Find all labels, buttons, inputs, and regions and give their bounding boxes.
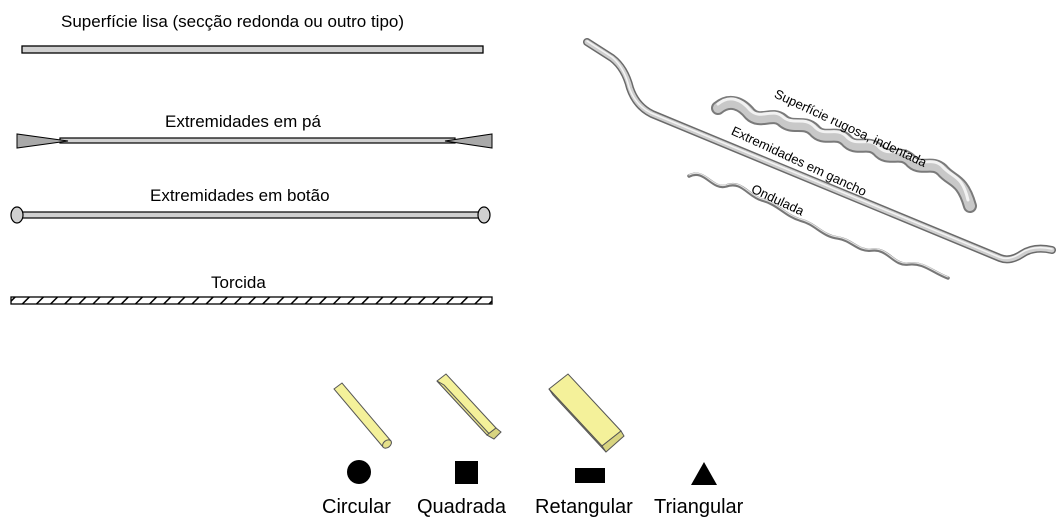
wavy-fiber <box>687 172 950 280</box>
circle-section-icon <box>347 460 371 484</box>
indented-fiber <box>711 95 977 213</box>
hooked-fiber <box>583 38 1056 264</box>
button-ends-fiber <box>10 206 491 224</box>
circular-bar <box>333 382 392 449</box>
square-bar <box>436 373 502 440</box>
rectangle-section-icon <box>575 468 605 483</box>
circular-caption: Circular <box>322 496 391 518</box>
rectangular-bar <box>548 373 625 453</box>
paddle-ends-fiber <box>16 133 493 149</box>
twisted-fiber <box>10 296 493 305</box>
square-section-icon <box>455 461 478 484</box>
twisted-label: Torcida <box>211 273 266 292</box>
triangular-caption: Triangular <box>654 496 744 518</box>
button-ends-label: Extremidades em botão <box>150 186 330 205</box>
smooth-fiber <box>21 45 484 54</box>
rectangular-caption: Retangular <box>535 496 633 518</box>
square-caption: Quadrada <box>417 496 506 518</box>
smooth-fiber-label: Superfície lisa (secção redonda ou outro… <box>61 12 405 31</box>
triangle-section-icon <box>691 462 717 485</box>
paddle-ends-label: Extremidades em pá <box>165 112 321 131</box>
